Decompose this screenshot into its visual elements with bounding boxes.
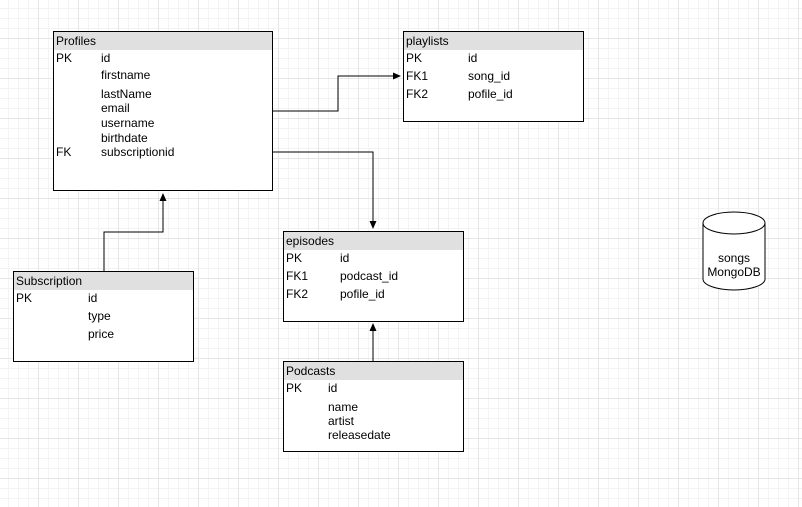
field-name: id <box>468 51 478 65</box>
field-name: artist <box>328 414 355 428</box>
field-name: name <box>328 400 359 414</box>
field-name: email <box>101 101 130 115</box>
key-label: PK <box>406 51 423 65</box>
field-name: id <box>340 251 350 265</box>
field-name: type <box>88 309 111 323</box>
field-name: username <box>101 116 155 130</box>
field-name: id <box>328 381 338 395</box>
playlists-table-title: playlists <box>404 32 583 50</box>
table-row: releasedate <box>286 428 461 443</box>
episodes-table-title: episodes <box>284 232 463 250</box>
profiles-to-episodes-connector <box>273 151 377 229</box>
table-row: username <box>56 116 270 131</box>
table-row: FK1 song_id <box>406 69 581 84</box>
field-name: birthdate <box>101 131 148 145</box>
field-name: id <box>101 51 111 65</box>
field-name: podcast_id <box>340 269 399 283</box>
table-row: type <box>16 309 191 324</box>
table-row: PK id <box>406 51 581 66</box>
database-type: MongoDB <box>707 265 761 279</box>
field-name: releasedate <box>328 428 391 442</box>
database-name: songs <box>717 251 751 265</box>
table-row: FK1 podcast_id <box>286 269 461 284</box>
table-row: lastName <box>56 87 270 102</box>
table-row: name <box>286 400 461 415</box>
table-row: artist <box>286 414 461 429</box>
key-label: FK2 <box>406 87 429 101</box>
table-row: PK id <box>286 381 461 396</box>
key-label: FK2 <box>286 287 309 301</box>
table-row: PK id <box>56 51 270 66</box>
key-label: PK <box>286 381 303 395</box>
database-cylinder-icon <box>702 211 766 291</box>
profiles-to-playlists-connector <box>273 72 401 112</box>
key-label: FK <box>56 145 72 159</box>
key-label: FK1 <box>406 69 429 83</box>
field-name: price <box>88 327 115 341</box>
table-row: email <box>56 101 270 116</box>
field-name: firstname <box>101 68 151 82</box>
table-row: PK id <box>16 291 191 306</box>
playlists-table[interactable]: playlists PK id FK1 song_id FK2 pofile_id <box>403 31 584 122</box>
key-label: PK <box>16 291 33 305</box>
subscription-table[interactable]: Subscription PK id type price <box>13 271 194 362</box>
subscription-to-profiles-connector <box>103 193 167 271</box>
field-name: pofile_id <box>468 87 513 101</box>
key-label: FK1 <box>286 269 309 283</box>
table-row: FK2 pofile_id <box>286 287 461 302</box>
table-row: PK id <box>286 251 461 266</box>
table-row: price <box>16 327 191 342</box>
field-name: lastName <box>101 87 152 101</box>
profiles-table-title: Profiles <box>54 32 272 50</box>
subscription-table-title: Subscription <box>14 272 193 290</box>
table-row: birthdate <box>56 131 270 146</box>
field-name: id <box>88 291 98 305</box>
key-label: PK <box>56 51 73 65</box>
key-label: PK <box>286 251 303 265</box>
podcasts-table[interactable]: Podcasts PK id name artist releasedate <box>283 361 464 452</box>
field-name: song_id <box>468 69 511 83</box>
episodes-table[interactable]: episodes PK id FK1 podcast_id FK2 pofile_id <box>283 231 464 322</box>
podcasts-table-title: Podcasts <box>284 362 463 380</box>
field-name: pofile_id <box>340 287 385 301</box>
table-row: firstname <box>56 68 270 83</box>
profiles-table[interactable]: Profiles PK id firstname lastName email u… <box>53 31 273 191</box>
songs-database[interactable]: songs MongoDB <box>702 211 766 291</box>
field-name: subscriptionid <box>101 145 175 159</box>
table-row: FK2 pofile_id <box>406 87 581 102</box>
table-row: FK subscriptionid <box>56 145 270 160</box>
